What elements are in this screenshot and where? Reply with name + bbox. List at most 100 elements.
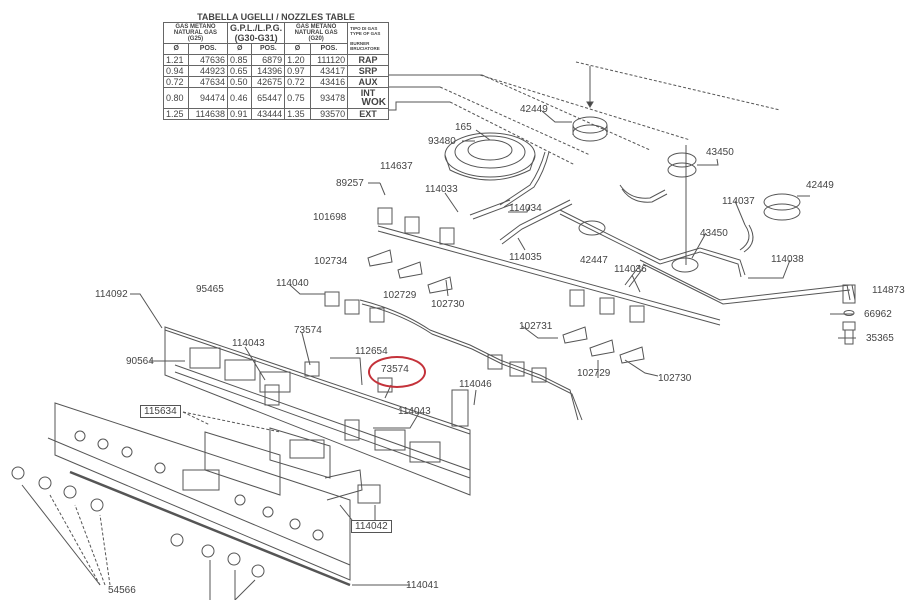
gas-burner-corner-header: TIPO DI GAS TYPE OF GAS BURNER BRUCIATOR… xyxy=(347,22,389,55)
gas-column-g25-label: GAS METANO NATURAL GAS xyxy=(173,24,218,36)
cell-g25-diameter: 1.21 xyxy=(162,54,190,66)
gas-column-g25: GAS METANO NATURAL GAS (G25) xyxy=(163,22,228,44)
cell-g20-position: 43417 xyxy=(309,65,349,77)
part-label-114043: 114043 xyxy=(232,338,265,349)
cell-lpg-diameter: 0.46 xyxy=(226,87,253,109)
gas-column-lpg-code: (G30-G31) xyxy=(234,33,278,43)
ignition-harness xyxy=(304,291,583,427)
part-label-102729: 102729 xyxy=(383,290,417,301)
cell-lpg-position: 65447 xyxy=(251,87,286,109)
subheader-diameter: Ø xyxy=(162,43,190,55)
part-label-115634: 115634 xyxy=(140,405,181,418)
part-label-165: 165 xyxy=(455,122,472,133)
part-label-114034: 114034 xyxy=(509,203,542,214)
part-label-114042: 114042 xyxy=(351,520,392,533)
part-label-43450: 43450 xyxy=(700,228,728,239)
cell-lpg-diameter: 0.50 xyxy=(226,76,253,88)
part-label-42449: 42449 xyxy=(520,104,548,115)
part-label-95465: 95465 xyxy=(196,284,224,295)
part-label-42447: 42447 xyxy=(580,255,608,266)
subheader-position: POS. xyxy=(309,43,349,55)
cell-g25-position: 44923 xyxy=(188,65,228,77)
part-label-73574: 73574 xyxy=(294,325,322,336)
part-label-114092: 114092 xyxy=(95,289,128,300)
part-label-114035: 114035 xyxy=(509,252,542,263)
cell-g20-position: 93478 xyxy=(309,87,349,109)
table-row: 1.25 114638 0.91 43444 1.35 93570 EXT xyxy=(162,108,389,120)
bracket-rail xyxy=(377,207,721,326)
part-label-90564: 90564 xyxy=(126,356,154,367)
part-label-35365: 35365 xyxy=(866,333,894,344)
gas-column-g20-label: GAS METANO NATURAL GAS xyxy=(294,24,338,36)
part-label-114040: 114040 xyxy=(276,278,309,289)
cell-burner: INT xyxy=(360,88,376,98)
display-board xyxy=(204,427,381,504)
burner-header: BURNER BRUCIATORE xyxy=(350,41,380,51)
cell-lpg-diameter: 0.85 xyxy=(226,54,253,66)
control-panel-frame xyxy=(164,326,471,496)
highlight-circle xyxy=(368,356,426,388)
table-leader-lines xyxy=(389,61,781,166)
nozzle-table-title: TABELLA UGELLI / NOZZLES TABLE xyxy=(163,12,389,23)
part-label-89257: 89257 xyxy=(336,178,364,189)
cell-g20-diameter: 1.35 xyxy=(284,108,311,120)
control-knobs xyxy=(11,466,265,578)
part-label-54566: 54566 xyxy=(108,585,136,596)
part-label-114038: 114038 xyxy=(771,254,804,265)
gas-valves xyxy=(367,249,645,364)
table-row: 0.94 44923 0.65 14396 0.97 43417 SRP xyxy=(162,65,389,77)
part-label-112654: 112654 xyxy=(355,346,388,357)
burner-cap-middle-right xyxy=(667,145,697,265)
part-label-114041: 114041 xyxy=(406,580,439,591)
cell-g25-diameter: 1.25 xyxy=(162,108,190,120)
cell-g20-position: 43416 xyxy=(309,76,349,88)
fitting-114873 xyxy=(842,284,856,345)
gas-column-lpg: G.P.L./L.P.G. (G30-G31) xyxy=(226,22,286,44)
part-label-42449: 42449 xyxy=(806,180,834,191)
cell-burner: RAP xyxy=(347,54,389,66)
cell-burner: EXT xyxy=(347,108,389,120)
gas-type-header: TIPO DI GAS TYPE OF GAS xyxy=(350,26,381,36)
part-label-114873: 114873 xyxy=(872,285,905,296)
part-label-114036: 114036 xyxy=(614,264,647,275)
front-panel xyxy=(47,402,351,587)
part-label-43450: 43450 xyxy=(706,147,734,158)
part-label-114046: 114046 xyxy=(459,379,492,390)
table-row: 1.21 47636 0.85 6879 1.20 111120 RAP xyxy=(162,54,389,66)
cell-g25-position: 47634 xyxy=(188,76,228,88)
cell-burner-wok: INT WOK xyxy=(347,87,389,109)
subheader-diameter: Ø xyxy=(226,43,253,55)
cell-lpg-position: 43444 xyxy=(251,108,286,120)
wok-label: WOK xyxy=(361,97,386,108)
cell-g20-diameter: 0.72 xyxy=(284,76,311,88)
cell-burner: SRP xyxy=(347,65,389,77)
cell-g25-diameter: 0.94 xyxy=(162,65,190,77)
cell-g20-position: 111120 xyxy=(309,54,349,66)
cell-g25-position: 94474 xyxy=(188,87,228,109)
cell-burner: AUX xyxy=(347,76,389,88)
gas-column-g20: GAS METANO NATURAL GAS (G20) xyxy=(284,22,349,44)
cell-g25-diameter: 0.80 xyxy=(162,87,190,109)
subheader-position: POS. xyxy=(251,43,286,55)
part-label-66962: 66962 xyxy=(864,309,892,320)
table-row: 0.80 94474 0.46 65447 0.75 93478 INT WOK xyxy=(162,87,389,109)
part-label-114637: 114637 xyxy=(380,161,413,172)
cell-g25-position: 114638 xyxy=(188,108,228,120)
burner-cap-top-left xyxy=(572,116,608,142)
gas-column-lpg-label: G.P.L./L.P.G. xyxy=(229,23,283,33)
part-label-102730: 102730 xyxy=(658,373,692,384)
cell-g20-diameter: 0.97 xyxy=(284,65,311,77)
part-label-93480: 93480 xyxy=(428,136,456,147)
table-row: 0.72 47634 0.50 42675 0.72 43416 AUX xyxy=(162,76,389,88)
cell-g20-position: 93570 xyxy=(309,108,349,120)
gas-column-g20-code: (G20) xyxy=(308,36,324,42)
part-label-114033: 114033 xyxy=(425,184,458,195)
cell-lpg-position: 14396 xyxy=(251,65,286,77)
subheader-diameter: Ø xyxy=(284,43,311,55)
nozzle-table: TABELLA UGELLI / NOZZLES TABLE GAS METAN… xyxy=(162,12,389,120)
cell-lpg-position: 42675 xyxy=(251,76,286,88)
gas-column-g25-code: (G25) xyxy=(187,36,204,42)
part-label-102729: 102729 xyxy=(577,368,611,379)
part-leader-lines xyxy=(21,110,856,600)
